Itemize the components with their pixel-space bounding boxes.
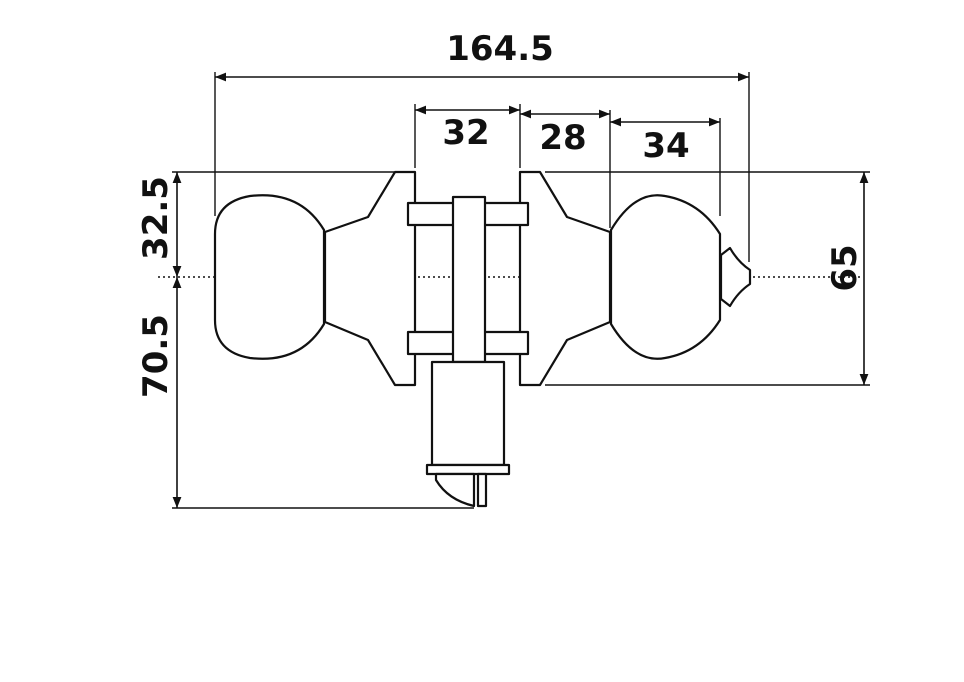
latch-body — [430, 360, 506, 467]
latch-tongue — [476, 472, 488, 508]
upper-height-label: 32.5 — [136, 176, 176, 260]
latch-faceplate — [425, 463, 511, 476]
latch-bolt — [434, 472, 476, 508]
left-knob — [213, 194, 326, 360]
left-knob-assembly — [213, 170, 417, 387]
rose-height-label: 65 — [825, 244, 865, 291]
right-rose — [518, 170, 612, 387]
lower-height-label: 70.5 — [136, 314, 176, 398]
left-rose — [323, 170, 417, 387]
thumb-turn-button — [719, 246, 752, 308]
right-knob-assembly — [518, 170, 752, 387]
rose-depth-label: 28 — [539, 118, 586, 158]
dimension-lines — [172, 72, 869, 508]
dimension-labels: 164.5 32 28 34 32.5 70.5 65 — [136, 29, 865, 398]
door-thickness-label: 32 — [442, 113, 489, 153]
latch-mechanism — [406, 195, 530, 508]
knob-depth-label: 34 — [642, 126, 689, 166]
right-knob — [609, 194, 722, 360]
overall-width-label: 164.5 — [446, 29, 554, 69]
spindle — [451, 195, 487, 364]
